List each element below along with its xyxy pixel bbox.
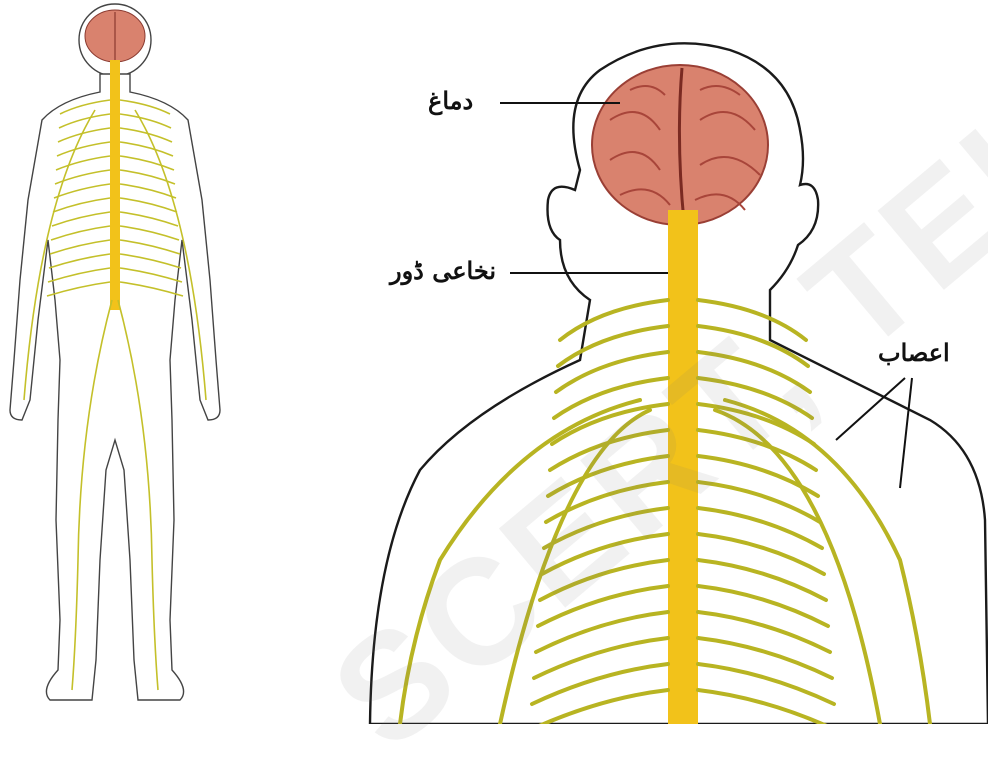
spinal-cord-illustration <box>668 210 698 724</box>
upper-body-figure <box>0 0 988 724</box>
spinal-cord-label: نخاعی ڈور <box>390 256 496 285</box>
nervous-system-diagram: SCERT, TELANGANA دماغ نخاعی ڈور اعصاب <box>0 0 988 724</box>
nerves-label: اعصاب <box>878 338 950 367</box>
brain-label: دماغ <box>428 86 473 115</box>
brain-illustration <box>592 65 768 225</box>
